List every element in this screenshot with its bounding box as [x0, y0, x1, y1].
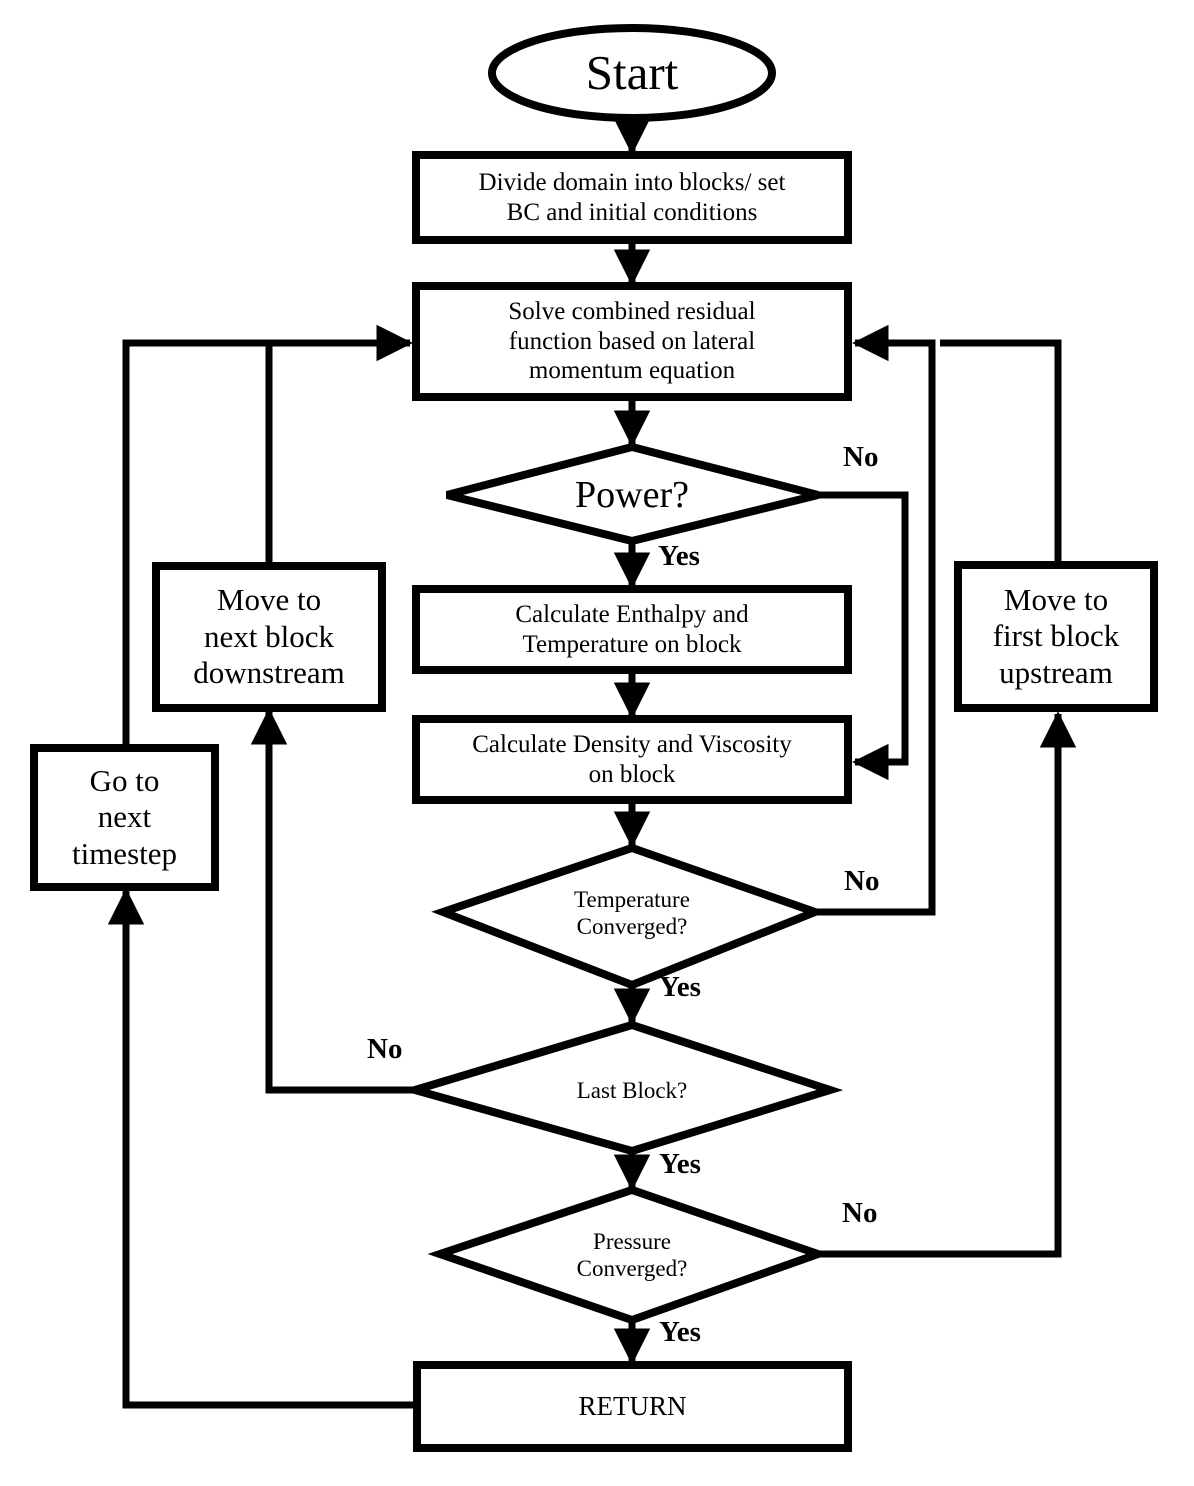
node-enthalpy-shape	[412, 585, 852, 674]
node-power-shape	[445, 442, 819, 546]
node-solve-shape	[412, 282, 852, 401]
node-moveup-shape	[954, 561, 1158, 712]
edge-pressconv-no-to-moveup	[818, 711, 1077, 1258]
node-timestep-shape	[30, 744, 219, 891]
edge-timestep-to-solve-leg	[122, 339, 275, 745]
edge-lastblock-no-to-movedown	[250, 708, 415, 1094]
edge-movedown-to-solve	[265, 324, 413, 563]
node-density-shape	[412, 715, 852, 804]
edge-moveup-to-solve-leg	[940, 339, 1062, 562]
edge-return-to-timestep	[107, 888, 415, 1409]
node-pressconv-shape	[427, 1185, 831, 1325]
node-divide-shape	[412, 151, 852, 244]
node-start-shape	[488, 24, 776, 122]
edge-tempconv-no-to-solve	[815, 324, 936, 916]
node-movedown-shape	[152, 562, 386, 712]
node-return-shape	[413, 1361, 852, 1452]
node-lastblock-shape	[400, 1020, 844, 1156]
edge-power-no-to-density	[818, 491, 909, 781]
node-tempconv-shape	[431, 843, 827, 990]
